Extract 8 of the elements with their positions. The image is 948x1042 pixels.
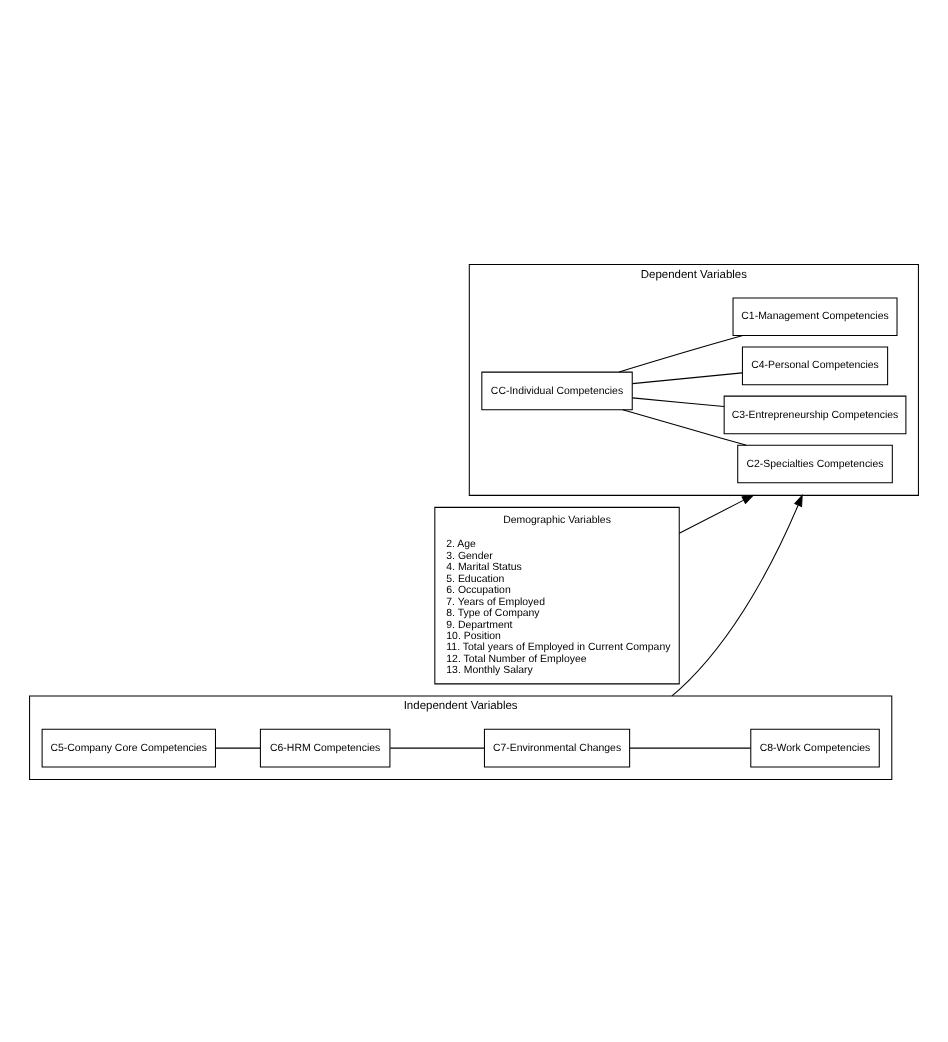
connector — [622, 408, 747, 445]
connector — [631, 371, 743, 384]
arrow — [678, 493, 755, 533]
connector — [629, 746, 752, 748]
connector — [389, 746, 485, 748]
connector — [631, 396, 725, 406]
connector — [618, 334, 744, 372]
connector — [215, 746, 261, 748]
